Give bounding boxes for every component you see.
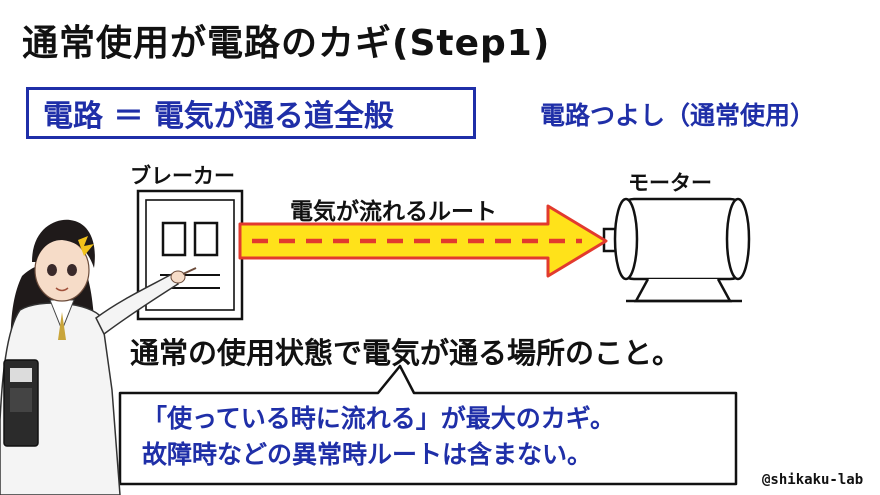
breaker-label: ブレーカー — [130, 164, 235, 188]
current-flow-arrow — [238, 204, 608, 278]
definition-box: 電路 ＝ 電気が通る道全般 — [26, 87, 476, 139]
bubble-line-2: 故障時などの異常時ルートは含まない。 — [142, 440, 593, 469]
character-illustration — [0, 219, 197, 495]
page-title: 通常使用が電路のカギ(Step1) — [22, 23, 551, 64]
speech-bubble-shape — [118, 364, 738, 486]
motor-label: モーター — [628, 171, 712, 195]
side-label: 電路つよし（通常使用） — [540, 101, 816, 130]
motor-icon — [602, 197, 751, 303]
description-text: 通常の使用状態で電気が通る場所のこと。 — [130, 336, 682, 370]
bubble-line-1: 「使っている時に流れる」が最大のカギ。 — [142, 404, 616, 433]
credit-text: @shikaku-lab — [762, 472, 864, 488]
speech-bubble: 「使っている時に流れる」が最大のカギ。 故障時などの異常時ルートは含まない。 — [118, 393, 738, 483]
route-label: 電気が流れるルート — [290, 199, 497, 225]
definition-text: 電路 ＝ 電気が通る道全般 — [43, 99, 394, 134]
